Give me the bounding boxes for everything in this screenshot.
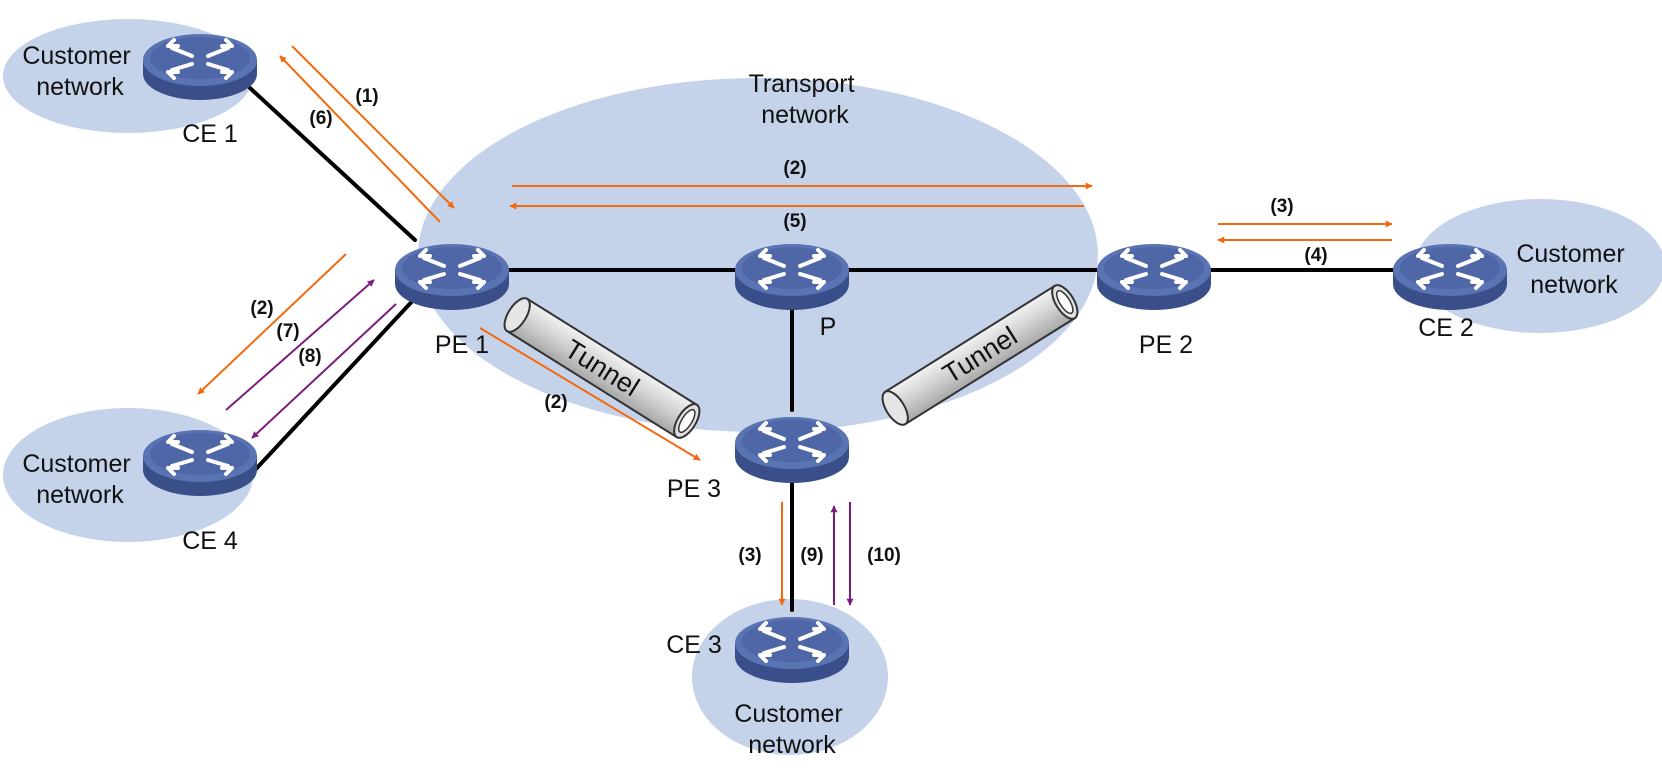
device-label-p: P [820, 313, 837, 341]
tunnel-right: Tunnel [881, 284, 1079, 426]
link-ce1-pe1 [248, 86, 417, 242]
customer-network-label-ce1: Customer network [22, 42, 137, 101]
device-label-ce3: CE 3 [666, 631, 722, 659]
arrow-step-7 [225, 279, 375, 411]
step-label-4: (4) [1304, 245, 1327, 266]
device-label-ce4: CE 4 [182, 527, 238, 555]
transport-network-label: Transport network [748, 70, 861, 129]
step-label-5: (5) [783, 211, 806, 232]
device-label-ce1: CE 1 [182, 120, 238, 148]
step-label-8: (8) [298, 346, 321, 367]
device-label-ce2: CE 2 [1418, 314, 1474, 342]
step-label-3-ce3: (3) [738, 545, 761, 566]
step-label-10: (10) [867, 545, 901, 566]
customer-network-label-ce2: Customer network [1516, 240, 1631, 299]
arrow-step-8 [251, 303, 397, 439]
customer-network-label-ce3: Customer network [734, 700, 849, 759]
router-pe2-icon [1095, 242, 1213, 312]
router-ce3-icon [733, 615, 851, 685]
device-label-pe2: PE 2 [1139, 331, 1193, 359]
router-pe3-icon [733, 415, 851, 485]
step-label-1: (1) [355, 86, 378, 107]
router-ce1-icon [141, 32, 259, 102]
step-label-6: (6) [309, 108, 332, 129]
customer-network-label-ce4: Customer network [22, 450, 137, 509]
device-label-pe3: PE 3 [667, 475, 721, 503]
step-label-7: (7) [276, 321, 299, 342]
router-pe1-icon [393, 242, 511, 312]
router-p-icon [733, 242, 851, 312]
link-pe1-ce4 [253, 293, 420, 472]
arrow-step-2-ce4 [197, 253, 347, 395]
step-label-3-ce2: (3) [1270, 196, 1293, 217]
arrow-step-2-pe3 [479, 327, 701, 461]
router-ce4-icon [141, 428, 259, 498]
step-label-2-pe: (2) [783, 158, 806, 179]
router-ce2-icon [1391, 242, 1509, 312]
device-label-pe1: PE 1 [435, 331, 489, 359]
arrow-step-1 [291, 45, 455, 209]
step-label-2-ce4: (2) [250, 298, 273, 319]
step-label-9: (9) [800, 545, 823, 566]
arrow-step-6 [279, 55, 441, 223]
step-label-2-pe3: (2) [544, 392, 567, 413]
